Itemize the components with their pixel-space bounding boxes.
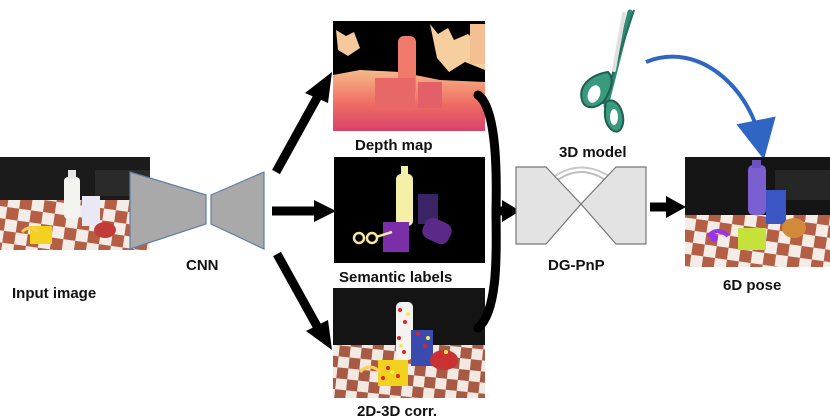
branch-arrows [272, 72, 336, 350]
depth-map-image [333, 21, 485, 131]
semantic-labels-label: Semantic labels [339, 269, 452, 286]
corr-label: 2D-3D corr. [357, 403, 437, 420]
cnn-label: CNN [186, 257, 219, 274]
pose-6d-image [685, 157, 830, 267]
curved-arrow [645, 54, 776, 160]
corr-image [333, 288, 485, 398]
pose-6d-label: 6D pose [723, 277, 781, 294]
input-image-label: Input image [12, 285, 96, 302]
dg-pnp-block [515, 166, 647, 245]
depth-map-label: Depth map [355, 137, 433, 154]
3d-model-label: 3D model [559, 144, 627, 161]
semantic-labels-image [334, 157, 485, 263]
input-image [0, 157, 150, 250]
merge-arrow [473, 90, 520, 333]
output-arrow [650, 196, 686, 218]
cnn-block [129, 171, 265, 250]
scissors-icon [580, 9, 635, 133]
dg-pnp-label: DG-PnP [548, 257, 605, 274]
